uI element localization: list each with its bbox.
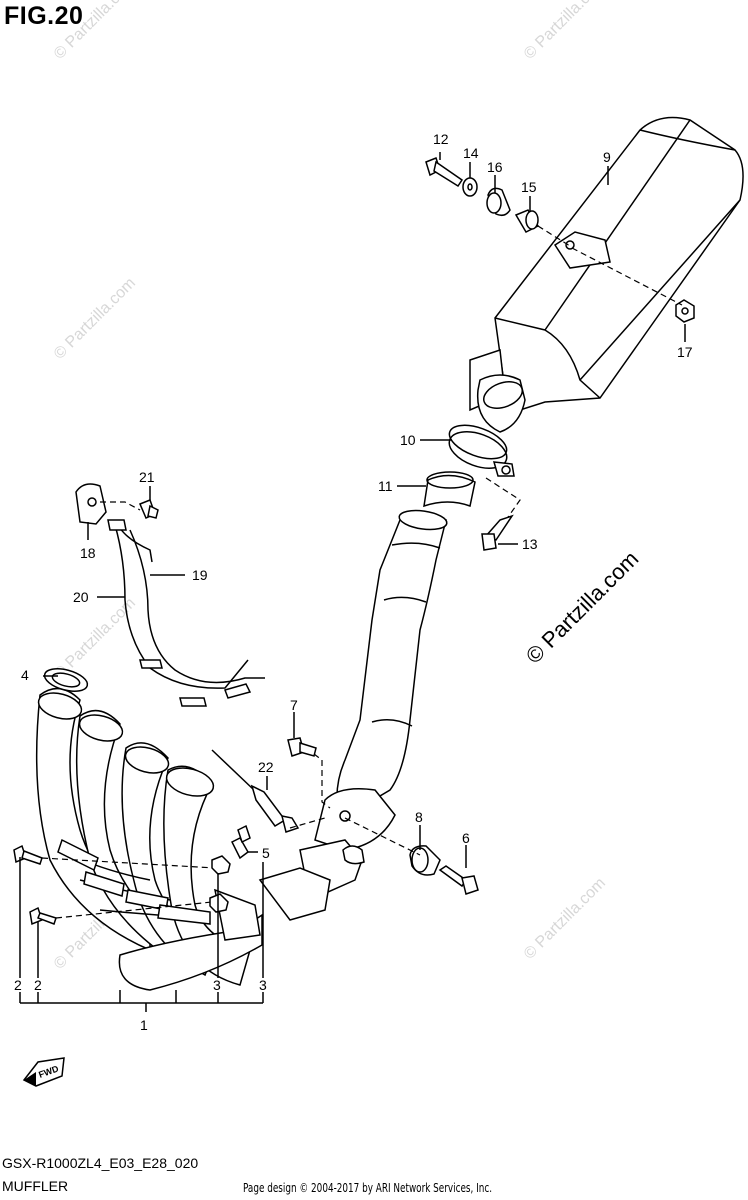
callout-3: 3	[213, 977, 221, 993]
watermark-prominent: © Partzilla.com	[521, 546, 644, 669]
callout-4: 4	[21, 667, 29, 683]
section-name: MUFFLER	[2, 1178, 69, 1194]
watermark-text: © Partzilla.com	[521, 0, 609, 63]
callout-9: 9	[603, 149, 611, 165]
callout-19: 19	[192, 567, 208, 583]
callout-10: 10	[400, 432, 416, 448]
collector-chamber	[258, 788, 396, 921]
oxygen-sensor-22	[211, 749, 326, 860]
figure-title: FIG.20	[4, 2, 84, 30]
watermark-text: © Partzilla.com	[51, 275, 139, 363]
header-pipes	[35, 687, 263, 991]
sensor-cables	[107, 519, 265, 707]
callout-13: 13	[522, 536, 538, 552]
mid-pipe	[336, 509, 448, 822]
bracket-18	[75, 483, 159, 525]
callout-14: 14	[463, 145, 479, 161]
bolt-13	[481, 477, 521, 551]
nut-17	[571, 247, 695, 323]
callout-6: 6	[462, 830, 470, 846]
callout-5: 5	[262, 845, 270, 861]
callout-21: 21	[139, 469, 155, 485]
callout-numbers: 1 2 2 3 3 4 5 6 7 8 9 10 11 12 13 14 15 …	[14, 131, 693, 1033]
callout-15: 15	[521, 179, 537, 195]
callout-12: 12	[433, 131, 449, 147]
callout-17: 17	[677, 344, 693, 360]
fastener-group-front	[13, 844, 231, 926]
callout-2: 2	[14, 977, 22, 993]
bolt-7	[287, 737, 331, 809]
mounting-hardware-upper	[425, 157, 571, 247]
watermark-text: © Partzilla.com	[51, 0, 139, 63]
watermark-text: © Partzilla.com	[521, 875, 609, 963]
callout-2: 2	[34, 977, 42, 993]
callout-1: 1	[140, 1017, 148, 1033]
model-code: GSX-R1000ZL4_E03_E28_020	[2, 1155, 199, 1171]
callout-3: 3	[259, 977, 267, 993]
fwd-arrow-badge: FWD	[22, 1057, 65, 1087]
page-credit: Page design © 2004-2017 by ARI Network S…	[243, 1181, 493, 1195]
callout-11: 11	[378, 478, 393, 494]
callout-16: 16	[487, 159, 503, 175]
clamp-10	[448, 424, 515, 477]
damper-8	[344, 817, 441, 876]
gasket-4	[43, 668, 89, 692]
leader-lines	[19, 152, 686, 1012]
callout-20: 20	[73, 589, 89, 605]
callout-22: 22	[258, 759, 274, 775]
gasket-11	[423, 471, 476, 508]
bolt-6	[438, 865, 479, 895]
callout-7: 7	[290, 697, 298, 713]
callout-18: 18	[80, 545, 96, 561]
callout-8: 8	[415, 809, 423, 825]
